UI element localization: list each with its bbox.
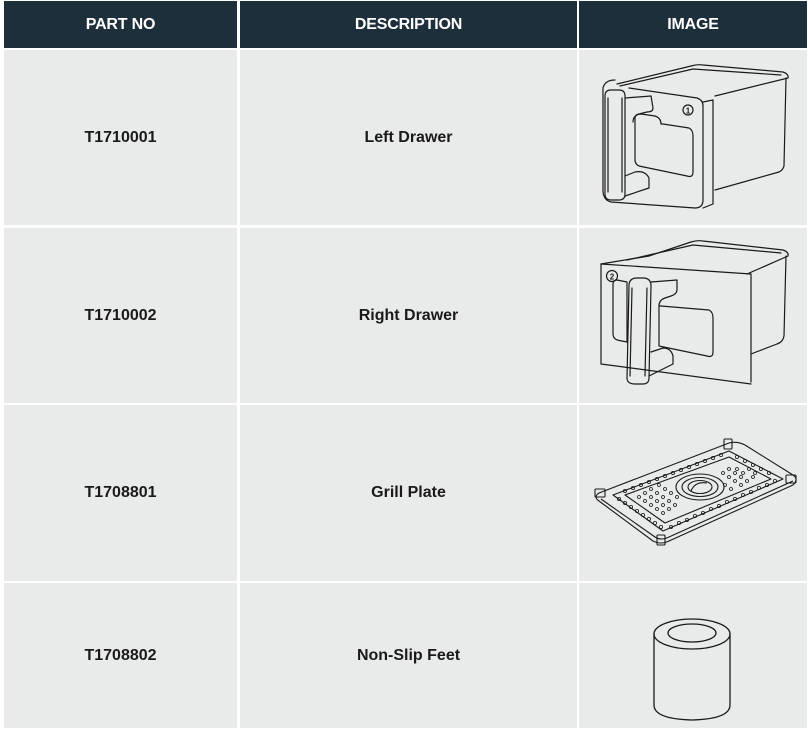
svg-text:2: 2	[610, 273, 615, 282]
svg-text:1: 1	[686, 107, 691, 116]
table-row: T1710002 Right Drawer	[4, 227, 807, 403]
table-row: T1708802 Non-Slip Feet	[4, 583, 807, 728]
image-cell: 2	[579, 228, 807, 403]
header-part-no: PART NO	[4, 1, 237, 48]
left-drawer-icon: 1	[602, 64, 789, 209]
header-description: DESCRIPTION	[240, 1, 577, 48]
header-image: IMAGE	[579, 1, 807, 48]
grill-plate-icon	[594, 438, 797, 546]
right-drawer-icon: 2	[600, 240, 789, 385]
non-slip-foot-icon	[653, 618, 731, 721]
table-header-row: PART NO DESCRIPTION IMAGE	[4, 1, 807, 48]
description-cell: Non-Slip Feet	[240, 583, 577, 728]
image-cell	[579, 583, 807, 728]
description-cell: Left Drawer	[240, 50, 577, 225]
image-cell	[579, 405, 807, 581]
part-number-cell: T1708801	[4, 405, 237, 581]
parts-table: PART NO DESCRIPTION IMAGE T1710001 Left …	[4, 1, 807, 728]
image-cell: 1	[579, 50, 807, 225]
table-row: T1710001 Left Drawer	[4, 50, 807, 225]
description-cell: Right Drawer	[240, 228, 577, 403]
part-number-cell: T1708802	[4, 583, 237, 728]
table-row: T1708801 Grill Plate	[4, 405, 807, 581]
description-cell: Grill Plate	[240, 405, 577, 581]
part-number-cell: T1710002	[4, 228, 237, 403]
hole-dots	[617, 453, 777, 530]
part-number-cell: T1710001	[4, 50, 237, 225]
